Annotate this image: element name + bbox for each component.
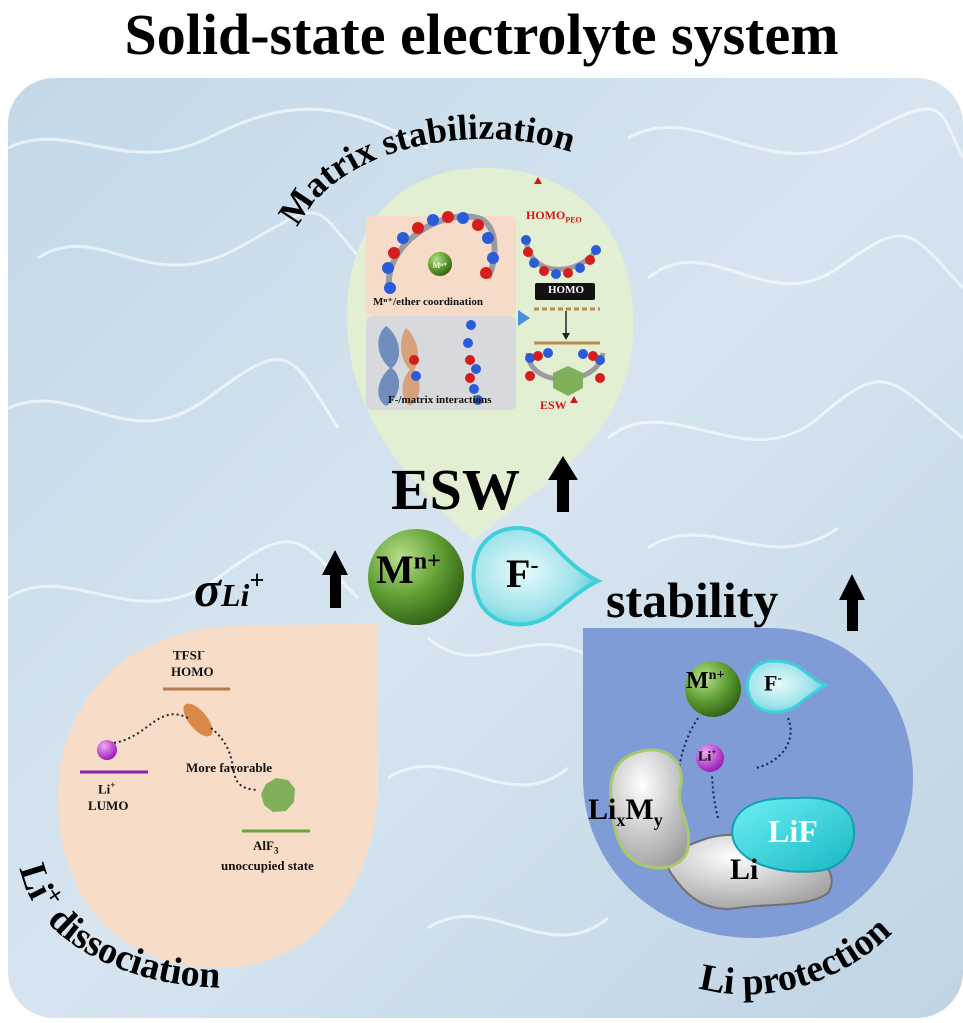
lif-label: LiF — [768, 813, 818, 849]
fluoride-label: F- — [506, 551, 539, 596]
esw-label: ESW — [391, 457, 520, 522]
homo-box — [535, 283, 595, 300]
esw-up-arrow — [548, 456, 578, 512]
peo-chain-bottom — [525, 348, 606, 396]
tfsi-label: TFSI- — [173, 646, 205, 663]
peo-chain-top — [521, 235, 601, 279]
li-ion-sphere — [97, 740, 117, 760]
protection-li-ion-label: Li+ — [698, 747, 717, 765]
unoccupied-state-label: unoccupied state — [221, 858, 314, 873]
ether-chain: Mⁿ⁺ — [382, 211, 499, 294]
homo-label: HOMO — [171, 664, 214, 679]
li-dissociation-label: Li+ dissociation — [11, 858, 222, 996]
lif-chunk — [731, 796, 855, 873]
metal-small-label: Mⁿ⁺ — [433, 261, 448, 270]
stability-up-arrow — [839, 574, 865, 631]
sigma-up-arrow — [322, 550, 348, 608]
fluoride-anion-drop — [471, 525, 603, 627]
li-label: Li+ — [98, 780, 116, 797]
lixmy-label: LixMy — [588, 793, 663, 830]
protection-li-ion — [696, 744, 724, 772]
metal-cation-sphere — [368, 529, 464, 625]
water-caustics — [8, 107, 963, 937]
tfsi-molecule — [183, 703, 213, 737]
coordination-caption: Mⁿ⁺/ether coordination — [373, 296, 483, 308]
protection-metal-label: Mn+ — [686, 668, 725, 694]
orbital-diagram — [378, 320, 483, 406]
stability-label: stability — [606, 572, 779, 628]
curved-labels: Matrix stabilization Li+ dissociation Li… — [11, 107, 899, 1004]
metal-cation-label: Mn+ — [376, 547, 441, 592]
alf3-label: AlF3 — [253, 838, 279, 856]
lumo-label: LUMO — [88, 798, 129, 813]
protection-fluoride-label: F- — [764, 670, 782, 696]
interaction-caption: F-/matrix interactions — [388, 394, 492, 406]
more-favorable-label: More favorable — [186, 760, 273, 775]
protection-fluoride-drop — [745, 659, 830, 714]
alf3-polyhedron — [261, 778, 295, 812]
diagram-scene: Mⁿ⁺ — [8, 78, 963, 1018]
li-metal-label: Li — [730, 853, 759, 886]
page-title: Solid-state electrolyte system — [124, 2, 839, 67]
protection-metal-sphere — [685, 661, 741, 717]
homo-box-label: HOMO — [548, 284, 585, 296]
esw-small-label: ESW — [540, 398, 567, 412]
sigma-label: σLi+ — [194, 561, 265, 617]
scene-background: Mⁿ⁺ — [8, 78, 963, 1018]
panel-right-arrow — [518, 310, 530, 326]
homo-peo-label: HOMOPEO — [526, 208, 582, 225]
li-protection-label: Li protection — [696, 908, 899, 1003]
li-dissociation-blob — [58, 623, 378, 968]
lixmy-chunk — [609, 748, 691, 870]
dotted-path-fluoride — [755, 717, 792, 769]
